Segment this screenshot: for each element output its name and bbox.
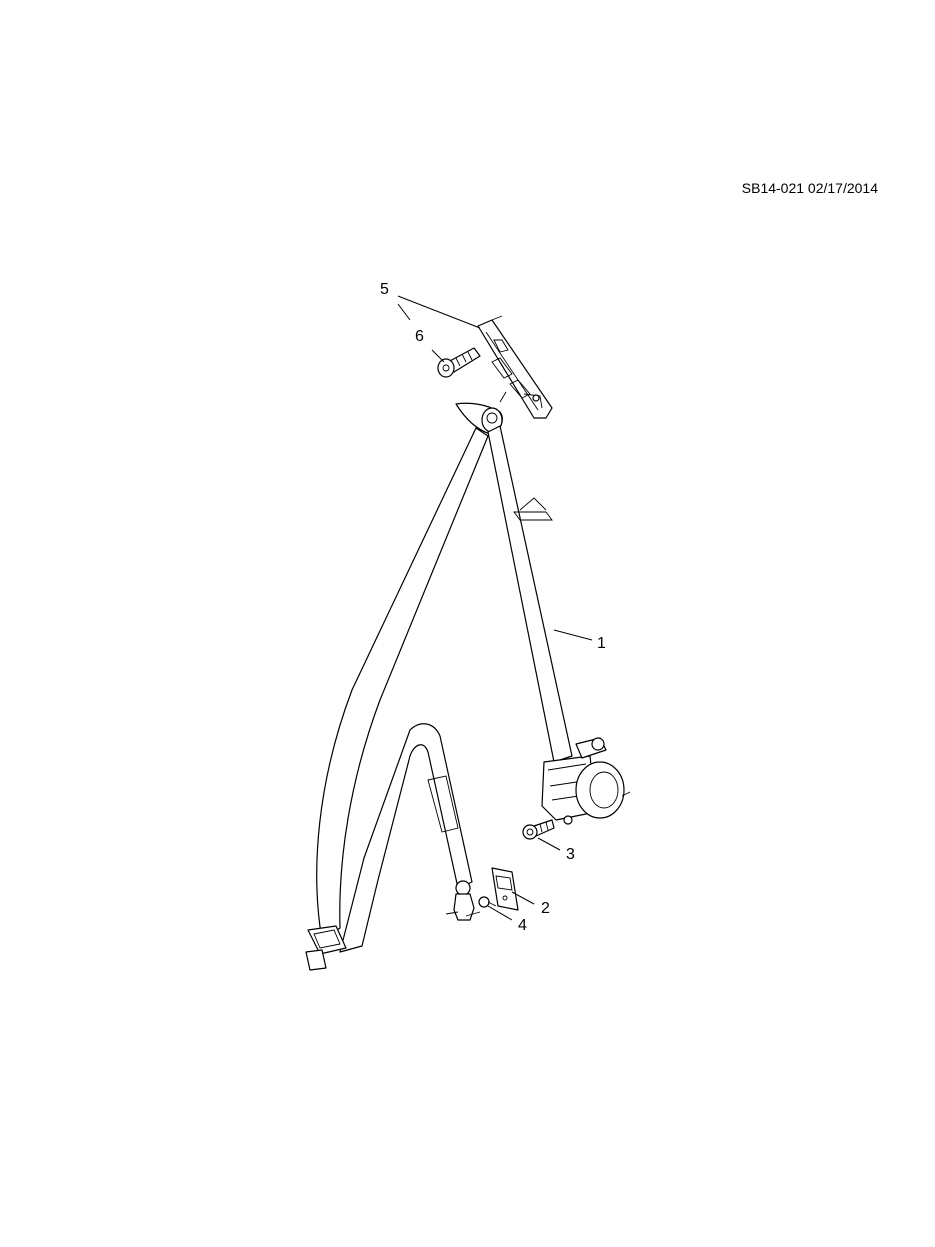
cover-plate xyxy=(491,867,519,911)
belt-webbing xyxy=(316,425,573,953)
retractor xyxy=(541,737,631,825)
leader-lines xyxy=(397,295,593,921)
latch-plate xyxy=(305,925,347,971)
callout-5: 5 xyxy=(380,281,389,298)
callout-4: 4 xyxy=(518,917,527,934)
callout-3: 3 xyxy=(566,846,575,863)
lap-anchor xyxy=(445,880,481,921)
callout-6: 6 xyxy=(415,328,424,345)
callout-1: 1 xyxy=(597,635,606,652)
anchor-bolt xyxy=(437,347,481,378)
d-ring-guide xyxy=(455,391,507,435)
height-adjuster-bracket xyxy=(477,315,553,419)
callout-2: 2 xyxy=(541,900,550,917)
document-code: SB14-021 02/17/2014 xyxy=(741,180,878,196)
lap-anchor-bolt xyxy=(478,896,497,908)
retractor-bolt xyxy=(522,819,555,840)
